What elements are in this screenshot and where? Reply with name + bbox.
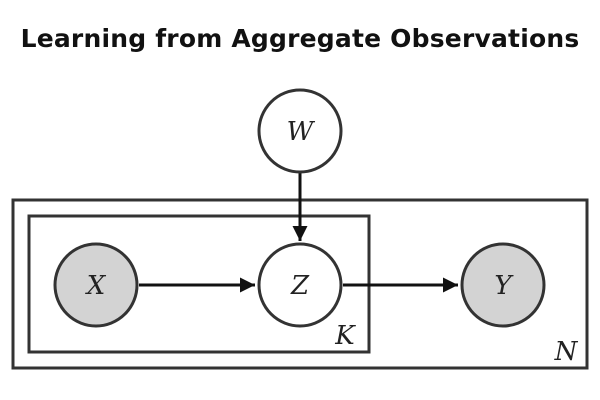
node-z: Z — [257, 242, 343, 328]
node-x-circle — [53, 242, 139, 328]
node-w-circle — [257, 88, 343, 174]
plate-outer-label: N — [554, 337, 579, 367]
node-x-label: X — [85, 271, 107, 301]
node-x: X — [53, 242, 139, 328]
node-y: Y — [460, 242, 546, 328]
node-z-circle — [257, 242, 343, 328]
node-z-label: Z — [290, 271, 310, 301]
node-y-circle — [460, 242, 546, 328]
node-w: W — [257, 88, 343, 174]
node-y-label: Y — [494, 271, 514, 301]
page-title: Learning from Aggregate Observations — [20, 24, 580, 53]
node-w-label: W — [287, 117, 316, 147]
plate-inner-label: K — [334, 321, 356, 351]
